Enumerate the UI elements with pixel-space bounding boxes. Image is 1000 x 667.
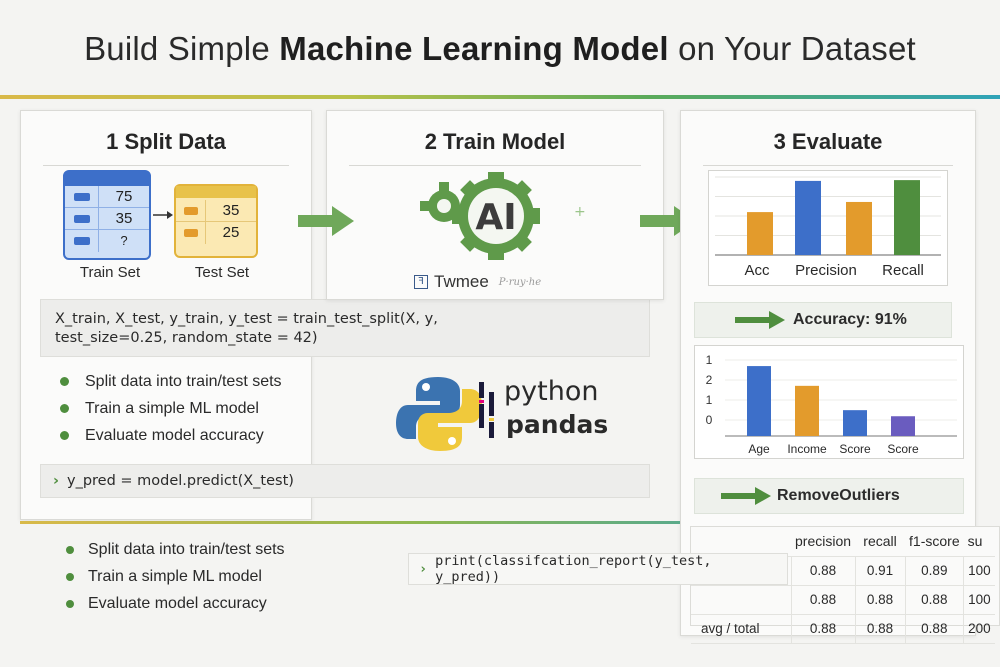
report-command: print(classifcation_report(y_test, y_pre… xyxy=(435,553,712,585)
evaluate-heading: 3 Evaluate xyxy=(773,129,883,154)
title-bold: Machine Learning Model xyxy=(279,30,669,67)
split-bullets: Split data into train/test sets Train a … xyxy=(60,368,282,449)
bar xyxy=(894,180,920,255)
bar xyxy=(891,416,915,436)
arrow-right-icon xyxy=(721,487,771,505)
bar xyxy=(795,385,819,436)
remove-outliers-callout: RemoveOutliers xyxy=(694,478,964,514)
bar xyxy=(846,201,872,255)
bullet-dot xyxy=(66,572,74,581)
list-item: Evaluate model accuracy xyxy=(66,590,285,617)
prompt-icon: › xyxy=(419,561,428,577)
accuracy-callout: Accuracy: 91% xyxy=(694,302,952,338)
train-heading: 2 Train Model xyxy=(424,129,566,154)
bullet-dot xyxy=(66,545,74,554)
y-tick-label: 0 xyxy=(706,413,713,427)
python-text: python xyxy=(504,376,599,407)
list-item: Train a simple ML model xyxy=(66,563,285,590)
y-tick-label: 1 xyxy=(706,353,713,367)
tick-label: Income xyxy=(787,442,827,456)
split-code-line: X_train, X_test, y_train, y_test = train… xyxy=(55,311,438,327)
tick-label: Age xyxy=(748,442,770,456)
accuracy-label: Accuracy: 91% xyxy=(793,311,907,328)
list-item: Train a simple ML model xyxy=(60,395,282,422)
mid-divider xyxy=(20,521,680,524)
arrow-right-icon xyxy=(735,311,785,329)
bullet-dot xyxy=(60,431,69,440)
split-arrow-icon xyxy=(153,211,173,219)
list-item: Split data into train/test sets xyxy=(66,536,285,563)
ai-text: AI xyxy=(475,197,516,238)
bullet-dot xyxy=(66,599,74,608)
remove-outliers-label: RemoveOutliers xyxy=(777,487,900,504)
bar xyxy=(747,366,771,436)
column-header: recall xyxy=(855,527,906,557)
column-header: su xyxy=(963,527,995,557)
test-cell: 25 xyxy=(222,224,240,241)
y-tick-label: 2 xyxy=(706,373,713,387)
test-set-table: 35 25 xyxy=(174,184,258,258)
report-command-block: › print(classifcation_report(y_test, y_p… xyxy=(408,553,788,585)
bullet-dot xyxy=(60,404,69,413)
tick-label: Score xyxy=(839,442,871,456)
bar xyxy=(843,410,867,436)
train-set-label: Train Set xyxy=(79,264,141,281)
table-row: precision recall f1-score su xyxy=(691,527,995,557)
test-set-label: Test Set xyxy=(194,264,250,281)
train-cell: ? xyxy=(120,233,128,248)
flow-arrow-icon xyxy=(298,206,354,236)
column-header: f1-score xyxy=(905,527,964,557)
tick-label: Score xyxy=(887,442,919,456)
split-code-block: X_train, X_test, y_train, y_test = train… xyxy=(40,299,650,357)
tick-label: Precision xyxy=(795,262,857,279)
metrics-chart: Acc Precision Recall xyxy=(708,170,948,286)
train-set-table: 75 35 ? xyxy=(63,170,151,260)
title-prefix: Build Simple xyxy=(84,30,280,67)
train-heading-divider xyxy=(349,165,641,166)
test-cell: 35 xyxy=(222,202,240,219)
python-logo-icon xyxy=(396,377,482,451)
train-cell: 35 xyxy=(115,210,133,227)
train-cell: 75 xyxy=(115,188,133,205)
bar xyxy=(747,212,773,255)
predict-code: y_pred = model.predict(X_test) xyxy=(66,473,294,489)
y-tick-label: 1 xyxy=(706,393,713,407)
split-code-line: test_size=0.25, random_state = 42) xyxy=(55,330,318,346)
brand-icon: ꟻ xyxy=(414,275,428,289)
pandas-text: pandas xyxy=(506,410,609,439)
evaluate-heading-divider xyxy=(703,165,953,166)
ai-gear-icon: AI + xyxy=(420,172,586,260)
brand-row: ꟻ Twmee P·ruy·he xyxy=(414,272,541,292)
brand-text: Twmee xyxy=(434,272,489,291)
prompt-icon: › xyxy=(53,473,59,489)
top-divider xyxy=(0,95,1000,99)
bullet-dot xyxy=(60,377,69,386)
predict-code-block: › y_pred = model.predict(X_test) xyxy=(40,464,650,498)
tick-label: Acc xyxy=(744,262,770,279)
metrics-chart-svg: Acc Precision Recall xyxy=(715,176,941,279)
list-item: Evaluate model accuracy xyxy=(60,422,282,449)
column-header: precision xyxy=(791,527,856,557)
split-heading-divider xyxy=(43,165,289,166)
list-item: Split data into train/test sets xyxy=(60,368,282,395)
tick-label: Recall xyxy=(882,262,924,279)
svg-text:+: + xyxy=(574,204,586,220)
pandas-logo-icon xyxy=(479,382,494,438)
brand-faint-text: P·ruy·he xyxy=(498,276,542,288)
page-title: Build Simple Machine Learning Model on Y… xyxy=(0,30,1000,68)
bottom-bullets: Split data into train/test sets Train a … xyxy=(66,536,285,617)
title-suffix: on Your Dataset xyxy=(668,30,916,67)
bar xyxy=(795,180,821,255)
split-heading: 1 Split Data xyxy=(106,129,226,154)
